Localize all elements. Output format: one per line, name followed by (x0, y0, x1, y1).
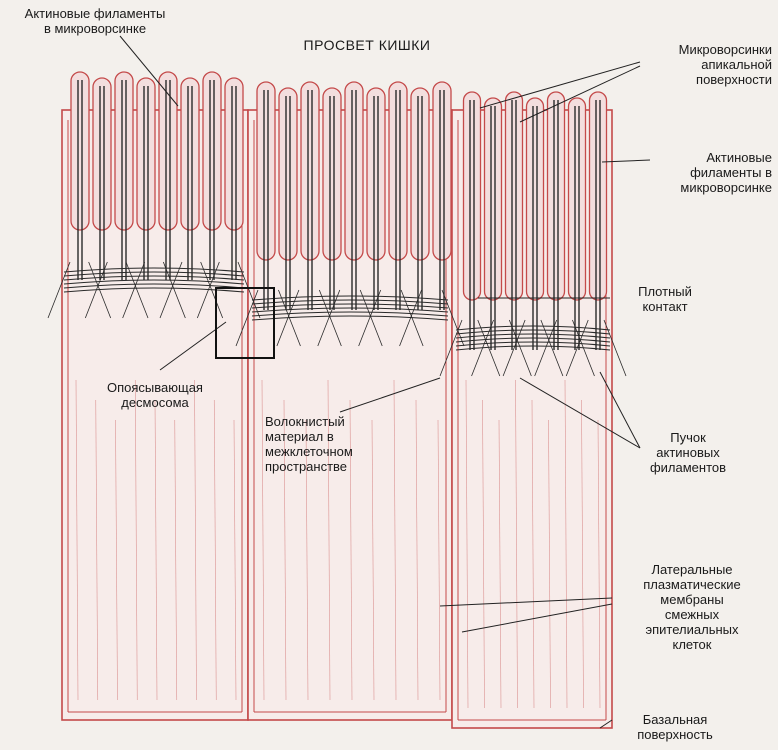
microvillus (464, 92, 481, 300)
microvillus (367, 88, 385, 260)
label-lateral-membranes-line: мембраны (612, 592, 772, 607)
label-tight-junction-line: Плотный (610, 284, 720, 299)
label-actin-right: Актиновыефиламенты вмикроворсинке (620, 150, 772, 195)
label-fibrous-material-line: межклеточном (265, 444, 425, 459)
microvillus (506, 92, 523, 300)
label-microvilli-line: апикальной (630, 57, 772, 72)
microvillus (203, 72, 221, 230)
lumen-title: ПРОСВЕТ КИШКИ (282, 38, 452, 53)
label-tight-junction-line: контакт (610, 299, 720, 314)
microvillus (279, 88, 297, 260)
microvillus (569, 98, 586, 300)
microvillus (433, 82, 451, 260)
microvillus (159, 72, 177, 230)
label-belt-desmosome: Опоясывающаядесмосома (80, 380, 230, 410)
microvillus (527, 98, 544, 300)
label-lumen: ПРОСВЕТ КИШКИ (282, 38, 452, 53)
label-belt-desmosome-line: Опоясывающая (80, 380, 230, 395)
microvillus (323, 88, 341, 260)
microvillus (93, 78, 111, 230)
label-actin-right-line: микроворсинке (620, 180, 772, 195)
label-tight-junction: Плотныйконтакт (610, 284, 720, 314)
microvillus (345, 82, 363, 260)
microvillus (389, 82, 407, 260)
label-lateral-membranes-line: эпителиальных (612, 622, 772, 637)
microvillus (71, 72, 89, 230)
microvillus (225, 78, 243, 230)
label-basal-surface-line: Базальная (610, 712, 740, 727)
label-actin-right-line: филаменты в (620, 165, 772, 180)
label-actin-bundle-line: филаментов (628, 460, 748, 475)
microvillus (485, 98, 502, 300)
label-lateral-membranes-line: Латеральные (612, 562, 772, 577)
label-basal-surface-line: поверхность (610, 727, 740, 742)
microvillus (411, 88, 429, 260)
label-actin-bundle-line: актиновых (628, 445, 748, 460)
label-lateral-membranes-line: клеток (612, 637, 772, 652)
microvillus (590, 92, 607, 300)
label-lateral-membranes-line: смежных (612, 607, 772, 622)
label-lateral-membranes-line: плазматические (612, 577, 772, 592)
label-fibrous-material-line: пространстве (265, 459, 425, 474)
label-belt-desmosome-line: десмосома (80, 395, 230, 410)
label-actin-bundle-line: Пучок (628, 430, 748, 445)
label-fibrous-material-line: Волокнистый (265, 414, 425, 429)
microvillus (548, 92, 565, 300)
label-fibrous-material-line: материал в (265, 429, 425, 444)
label-microvilli-line: поверхности (630, 72, 772, 87)
label-actin-top-left-line: Актиновые филаменты (6, 6, 184, 21)
label-actin-right-line: Актиновые (620, 150, 772, 165)
microvillus (301, 82, 319, 260)
label-microvilli-line: Микроворсинки (630, 42, 772, 57)
microvillus (257, 82, 275, 260)
microvillus (115, 72, 133, 230)
microvillus (137, 78, 155, 230)
label-actin-top-left-line: в микроворсинке (6, 21, 184, 36)
microvillus (181, 78, 199, 230)
